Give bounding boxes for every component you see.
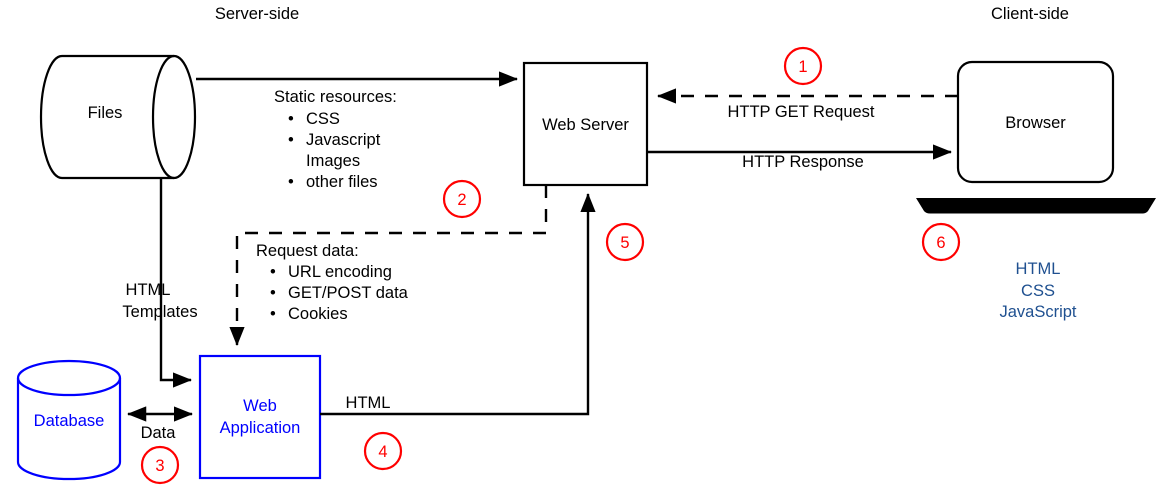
node-database[interactable]: Database xyxy=(16,359,122,481)
request-data-bullet-dot-1: • xyxy=(270,284,276,302)
step-badge-4[interactable]: 4 xyxy=(363,431,403,471)
step-badge-5-number: 5 xyxy=(620,234,629,252)
static-resources-item-0: CSS xyxy=(306,110,340,128)
static-resources-heading: Static resources: xyxy=(274,88,397,106)
annotation-client-technologies: HTML CSS JavaScript xyxy=(999,260,1076,321)
node-web-server-label: Web Server xyxy=(542,116,629,134)
annotation-request-data: Request data: • URL encoding • GET/POST … xyxy=(256,242,409,323)
step-badge-3[interactable]: 3 xyxy=(140,445,180,485)
client-tech-html: HTML xyxy=(1016,260,1061,278)
edge-html-templates xyxy=(159,178,192,388)
node-database-label: Database xyxy=(34,412,105,430)
edge-request-data xyxy=(229,185,548,346)
edge-label-html-templates-line2: Templates xyxy=(122,303,197,321)
edge-label-html-templates-line1: HTML xyxy=(126,281,171,299)
client-tech-javascript: JavaScript xyxy=(999,303,1076,321)
request-data-bullet-dot-0: • xyxy=(270,263,276,281)
static-resources-bullet-dot-1: • xyxy=(288,131,294,149)
request-data-item-0: URL encoding xyxy=(288,263,392,281)
edge-label-data: Data xyxy=(141,424,177,442)
node-web-application-label-line2: Application xyxy=(220,419,301,437)
client-tech-css: CSS xyxy=(1021,282,1055,300)
step-badge-5[interactable]: 5 xyxy=(605,222,645,262)
node-browser-label: Browser xyxy=(1005,114,1066,132)
step-badge-2-number: 2 xyxy=(457,191,466,209)
step-badge-6[interactable]: 6 xyxy=(921,222,961,262)
step-badge-3-number: 3 xyxy=(155,457,164,475)
request-data-bullet-dot-2: • xyxy=(270,305,276,323)
static-resources-item-1: Javascript xyxy=(306,131,381,149)
zone-title-client-side: Client-side xyxy=(991,5,1069,23)
node-browser[interactable]: Browser xyxy=(916,60,1156,214)
edge-label-html-out: HTML xyxy=(346,394,391,412)
edge-label-http-response: HTTP Response xyxy=(742,153,864,171)
node-files[interactable]: Files xyxy=(39,54,197,180)
step-badge-4-number: 4 xyxy=(378,443,387,461)
step-badge-2[interactable]: 2 xyxy=(442,179,482,219)
node-web-application[interactable]: Web Application xyxy=(198,354,322,480)
request-data-item-2: Cookies xyxy=(288,305,348,323)
static-resources-bullet-dot-0: • xyxy=(288,110,294,128)
node-web-server[interactable]: Web Server xyxy=(522,61,649,187)
node-files-label: Files xyxy=(88,104,123,122)
step-badge-6-number: 6 xyxy=(936,234,945,252)
edge-label-http-get-request: HTTP GET Request xyxy=(727,103,874,121)
annotation-static-resources: Static resources: • CSS • Javascript Ima… xyxy=(274,88,397,191)
request-data-heading: Request data: xyxy=(256,242,359,260)
static-resources-bullet-dot-3: • xyxy=(288,173,294,191)
step-badge-1[interactable]: 1 xyxy=(783,46,823,86)
static-resources-item-3: other files xyxy=(306,173,378,191)
static-resources-item-2: Images xyxy=(306,152,360,170)
edge-html-to-web-server xyxy=(320,193,596,416)
node-web-application-label-line1: Web xyxy=(243,397,277,415)
zone-title-server-side: Server-side xyxy=(215,5,299,23)
step-badge-1-number: 1 xyxy=(798,58,807,76)
request-data-item-1: GET/POST data xyxy=(288,284,409,302)
